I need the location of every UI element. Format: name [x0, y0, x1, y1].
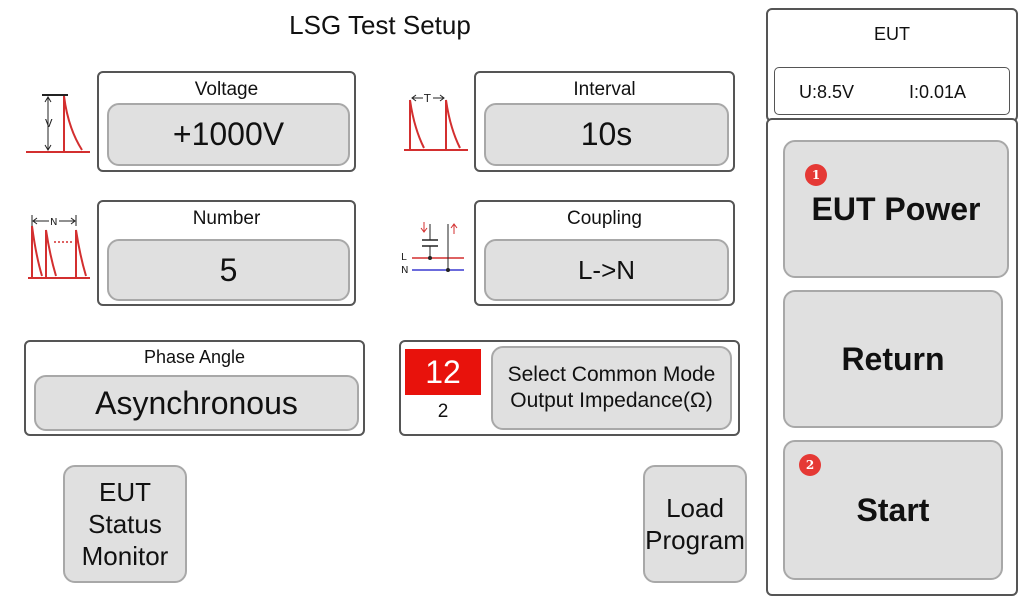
voltage-label: Voltage	[194, 79, 259, 100]
start-badge: 2	[799, 454, 821, 476]
start-label: Start	[856, 491, 930, 528]
surge-voltage-icon: V	[24, 88, 92, 158]
svg-text:L: L	[401, 252, 407, 263]
svg-text:N: N	[50, 217, 57, 228]
phase-angle-value-button[interactable]: Asynchronous	[34, 375, 359, 431]
phase-angle-panel: Phase Angle Asynchronous	[24, 340, 365, 436]
eut-title: EUT	[874, 24, 910, 44]
eut-power-label: EUT Power	[811, 190, 981, 227]
eut-info-panel: EUT U:8.5V I:0.01A	[766, 8, 1018, 122]
coupling-label: Coupling	[567, 208, 642, 229]
impedance-value: 12	[405, 349, 481, 395]
eut-status-monitor-button[interactable]: EUT Status Monitor	[63, 465, 187, 583]
svg-text:N: N	[401, 265, 408, 276]
eut-readout-box: U:8.5V I:0.01A	[774, 67, 1010, 115]
control-panel: EUT Power 1 Return Start 2	[766, 118, 1018, 596]
eut-voltage-readout: U:8.5V	[799, 82, 855, 102]
coupling-value-button[interactable]: L->N	[484, 239, 729, 301]
eut-current-readout: I:0.01A	[909, 82, 967, 102]
voltage-value-button[interactable]: +1000V	[107, 103, 350, 166]
svg-text:T: T	[423, 92, 431, 105]
interval-value-button[interactable]: 10s	[484, 103, 729, 166]
start-button[interactable]: Start 2	[783, 440, 1003, 580]
surge-count-icon: N	[26, 212, 92, 282]
impedance-panel: 12 2 Select Common Mode Output Impedance…	[399, 340, 740, 436]
number-label: Number	[192, 208, 261, 229]
number-value-button[interactable]: 5	[107, 239, 350, 301]
select-impedance-button[interactable]: Select Common Mode Output Impedance(Ω)	[491, 346, 732, 430]
interval-label: Interval	[573, 79, 636, 100]
impedance-sub-value: 2	[437, 401, 449, 422]
voltage-panel: Voltage +1000V	[97, 71, 356, 172]
number-panel: Number 5	[97, 200, 356, 306]
load-program-button[interactable]: Load Program	[643, 465, 747, 583]
coupling-panel: Coupling L->N	[474, 200, 735, 306]
page-title: LSG Test Setup	[289, 10, 471, 40]
return-button[interactable]: Return	[783, 290, 1003, 428]
eut-power-badge: 1	[805, 164, 827, 186]
eut-power-button[interactable]: EUT Power 1	[783, 140, 1009, 278]
surge-interval-icon: T	[402, 88, 470, 158]
interval-panel: Interval 10s	[474, 71, 735, 172]
return-label: Return	[841, 340, 945, 377]
phase-angle-label: Phase Angle	[143, 347, 246, 367]
coupling-circuit-icon: L N	[398, 220, 468, 280]
svg-text:V: V	[45, 117, 53, 130]
